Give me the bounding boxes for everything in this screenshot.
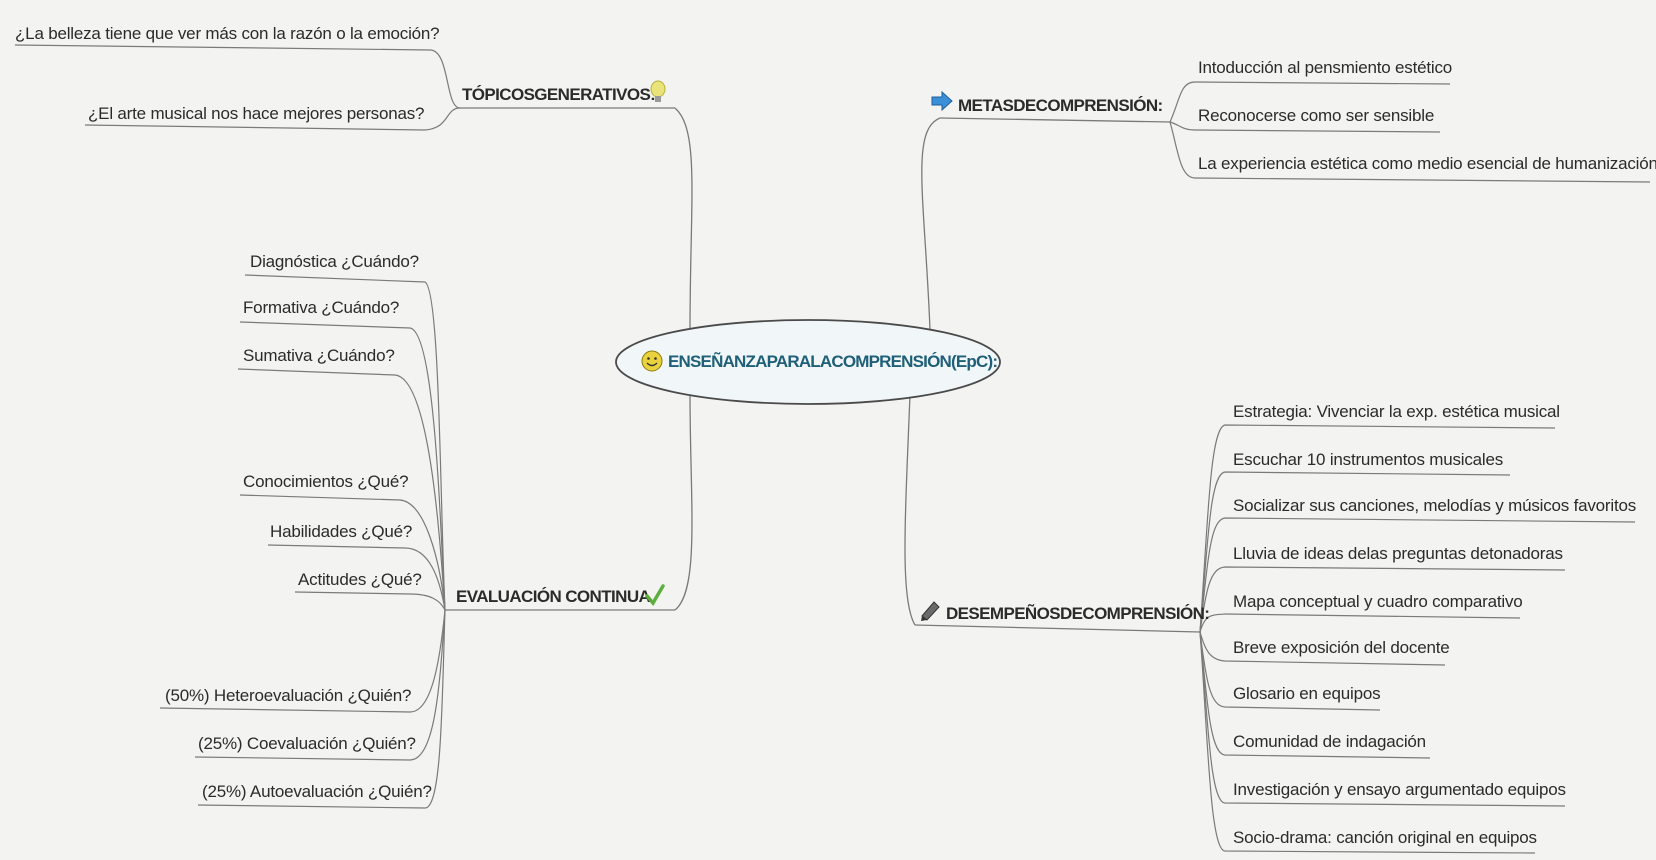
leaf-line-metas-1 bbox=[1169, 81, 1451, 123]
desempenos-item-2: Escuchar 10 instrumentos musicales bbox=[1233, 450, 1504, 469]
leaf-line-eval-7 bbox=[159, 609, 446, 713]
leaf-line-eval-4 bbox=[239, 494, 446, 611]
metas-item-2: Reconocerse como ser sensible bbox=[1198, 106, 1435, 125]
leaf-line-eval-1 bbox=[244, 274, 446, 611]
desempenos-item-10: Socio-drama: canción original en equipos bbox=[1233, 828, 1537, 847]
branch-line-metas bbox=[939, 117, 1171, 123]
desempenos-item-6: Breve exposición del docente bbox=[1233, 638, 1450, 657]
metas-item-1: Intoducción al pensmiento estético bbox=[1198, 58, 1453, 77]
topicos-item-1: ¿La belleza tiene que ver más con la raz… bbox=[15, 24, 440, 43]
checkmark-icon bbox=[645, 584, 665, 611]
desempenos-item-8: Comunidad de indagación bbox=[1233, 732, 1426, 751]
topicos-item-2: ¿El arte musical nos hace mejores person… bbox=[88, 104, 425, 123]
leaf-line-eval-9 bbox=[197, 609, 446, 809]
desempenos-item-5: Mapa conceptual y cuadro comparativo bbox=[1233, 592, 1523, 611]
branch-label-desempenos: DESEMPEÑOSDECOMPRENSIÓN: bbox=[946, 604, 1210, 623]
evaluacion-item-4: Conocimientos ¿Qué? bbox=[243, 472, 409, 491]
connector-center-metas bbox=[921, 117, 941, 331]
leaf-line-eval-2 bbox=[239, 321, 446, 611]
desempenos-item-3: Socializar sus canciones, melodías y mús… bbox=[1233, 496, 1637, 515]
leaf-line-des-3 bbox=[1199, 517, 1636, 633]
evaluacion-item-1: Diagnóstica ¿Cuándo? bbox=[250, 252, 419, 271]
leaf-line-eval-8 bbox=[194, 609, 446, 761]
leaf-line-metas-2 bbox=[1169, 121, 1441, 133]
leaf-line-des-2 bbox=[1199, 471, 1511, 633]
evaluacion-item-3: Sumativa ¿Cuándo? bbox=[243, 346, 395, 365]
pencil-icon bbox=[918, 598, 942, 627]
desempenos-item-9: Investigación y ensayo argumentado equip… bbox=[1233, 780, 1566, 799]
desempenos-item-7: Glosario en equipos bbox=[1233, 684, 1381, 703]
leaf-line-topicos-2 bbox=[84, 107, 461, 131]
arrow-right-icon bbox=[930, 90, 954, 117]
evaluacion-item-7: (50%) Heteroevaluación ¿Quién? bbox=[165, 686, 412, 705]
smiley-icon bbox=[641, 350, 663, 377]
lightbulb-icon bbox=[650, 80, 666, 111]
connector-center-evaluacion bbox=[674, 394, 693, 611]
evaluacion-item-2: Formativa ¿Cuándo? bbox=[243, 298, 400, 317]
leaf-line-eval-6 bbox=[294, 591, 446, 611]
metas-item-3: La experiencia estética como medio esenc… bbox=[1198, 154, 1656, 173]
leaf-line-des-1 bbox=[1199, 424, 1556, 633]
leaf-line-metas-3 bbox=[1169, 121, 1651, 183]
branch-label-metas: METASDECOMPRENSIÓN: bbox=[958, 96, 1163, 115]
leaf-line-eval-3 bbox=[237, 368, 446, 611]
branch-label-evaluacion: EVALUACIÓN CONTINUA bbox=[456, 587, 651, 606]
evaluacion-item-9: (25%) Autoevaluación ¿Quién? bbox=[202, 782, 432, 801]
evaluacion-item-8: (25%) Coevaluación ¿Quién? bbox=[198, 734, 416, 753]
evaluacion-item-6: Actitudes ¿Qué? bbox=[298, 570, 422, 589]
desempenos-item-1: Estrategia: Vivenciar la exp. estética m… bbox=[1233, 402, 1560, 421]
desempenos-item-4: Lluvia de ideas delas preguntas detonado… bbox=[1233, 544, 1563, 563]
leaf-line-eval-5 bbox=[267, 544, 446, 611]
branch-label-topicos: TÓPICOSGENERATIVOS: bbox=[462, 85, 656, 104]
evaluacion-item-5: Habilidades ¿Qué? bbox=[270, 522, 413, 541]
branch-line-desempenos bbox=[914, 624, 1201, 633]
leaf-line-des-5 bbox=[1199, 613, 1521, 633]
connector-center-topicos bbox=[674, 107, 693, 331]
leaf-line-des-6 bbox=[1199, 631, 1446, 666]
leaf-line-des-10 bbox=[1199, 631, 1536, 854]
leaf-line-des-4 bbox=[1199, 566, 1566, 633]
central-topic-ellipse bbox=[615, 319, 1001, 405]
central-topic-label: ENSEÑANZAPARALACOMPRENSIÓN(EpC): bbox=[668, 352, 998, 371]
leaf-line-topicos-1 bbox=[14, 44, 461, 109]
connector-center-desempenos bbox=[904, 394, 916, 626]
